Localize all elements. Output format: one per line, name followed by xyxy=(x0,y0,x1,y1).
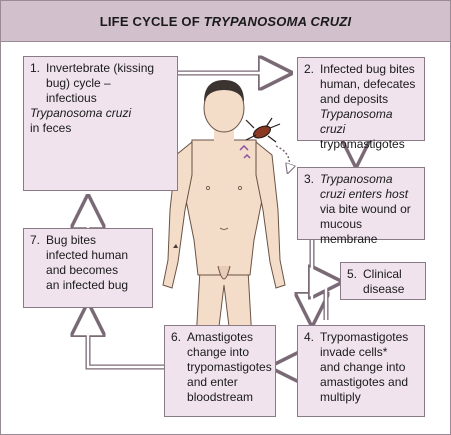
step-5-line: disease xyxy=(363,282,405,296)
step-5-text: Clinical disease xyxy=(363,267,419,297)
step-4-line: and change into xyxy=(320,360,406,374)
kissing-bug-icon xyxy=(245,117,281,143)
step-box-5: 5. Clinical disease xyxy=(340,262,426,300)
step-2-number: 2. xyxy=(304,62,315,76)
step-7-line: Bug bites xyxy=(46,233,97,247)
title-italic: TRYPANOSOMA CRUZI xyxy=(203,13,352,29)
step-4-line: multiply xyxy=(320,390,361,404)
step-6-line: change into xyxy=(187,345,250,359)
step-5-line: Clinical xyxy=(363,267,402,281)
human-figure xyxy=(162,83,286,416)
step-1-line: Trypanosoma cruzi xyxy=(30,106,132,120)
step-6-number: 6. xyxy=(171,330,182,344)
step-box-4: 4. Trypomastigotes invade cells* and cha… xyxy=(297,325,425,417)
step-6-line: Amastigotes xyxy=(187,330,254,344)
step-2-line: trypomastigotes xyxy=(320,137,405,151)
step-box-1: 1. Invertebrate (kissing bug) cycle – in… xyxy=(23,56,178,191)
step-7-number: 7. xyxy=(30,233,41,247)
bite-curved-arrow xyxy=(275,145,290,172)
step-3-number: 3. xyxy=(304,172,315,186)
step-4-line: Trypomastigotes xyxy=(320,330,409,344)
flow-arrows-inner xyxy=(86,71,358,369)
step-box-7: 7. Bug bites infected human and becomes … xyxy=(23,228,153,308)
step-5-number: 5. xyxy=(347,267,358,281)
diagram-title: LIFE CYCLE OF TRYPANOSOMA CRUZI xyxy=(1,1,450,42)
step-4-number: 4. xyxy=(304,330,315,344)
step-4-line: amastigotes and xyxy=(320,375,409,389)
step-1-text: Invertebrate (kissing bug) cycle – infec… xyxy=(46,61,171,106)
step-3-line: Trypanosoma xyxy=(320,172,393,186)
step-2-line: human, defecates xyxy=(320,77,416,91)
step-1-line: Invertebrate (kissing xyxy=(46,61,155,75)
step-3-text: Trypanosoma cruzi enters host via bite w… xyxy=(320,172,418,247)
step-3-line: mucous membrane xyxy=(320,217,378,246)
step-6-line: and enter xyxy=(187,375,238,389)
hair-shape xyxy=(204,80,244,102)
step-2-text: Infected bug bites human, defecates and … xyxy=(320,62,418,152)
title-prefix: LIFE CYCLE OF xyxy=(99,13,204,29)
step-2-line: Infected bug bites xyxy=(320,62,415,76)
step-7-line: an infected bug xyxy=(46,278,129,292)
step-2-line: and deposits xyxy=(320,92,389,106)
step-box-2: 2. Infected bug bites human, defecates a… xyxy=(297,57,425,151)
step-box-3: 3. Trypanosoma cruzi enters host via bit… xyxy=(297,167,425,246)
step-7-text: Bug bites infected human and becomes an … xyxy=(46,233,146,293)
step-6-line: trypomastigotes xyxy=(187,360,272,374)
step-box-6: 6. Amastigotes change into trypomastigot… xyxy=(164,325,276,417)
step-6-text: Amastigotes change into trypomastigotes … xyxy=(187,330,272,405)
step-7-line: infected human xyxy=(46,248,129,262)
step-3-line: via bite wound or xyxy=(320,202,411,216)
step-1-number: 1. xyxy=(30,61,41,75)
step-2-line: Trypanosoma cruzi xyxy=(320,107,393,136)
step-3-line: cruzi enters host xyxy=(320,187,409,201)
bite-marks xyxy=(239,145,251,159)
step-1-line: bug) cycle – xyxy=(46,76,111,90)
step-1-line: infectious xyxy=(46,91,97,105)
chest-details xyxy=(205,185,242,230)
step-4-line: invade cells* xyxy=(320,345,388,359)
step-6-line: bloodstream xyxy=(187,390,254,404)
step-7-line: and becomes xyxy=(46,263,119,277)
arm-mark xyxy=(173,244,178,248)
step-1-line: in feces xyxy=(30,121,72,135)
step-4-text: Trypomastigotes invade cells* and change… xyxy=(320,330,418,405)
